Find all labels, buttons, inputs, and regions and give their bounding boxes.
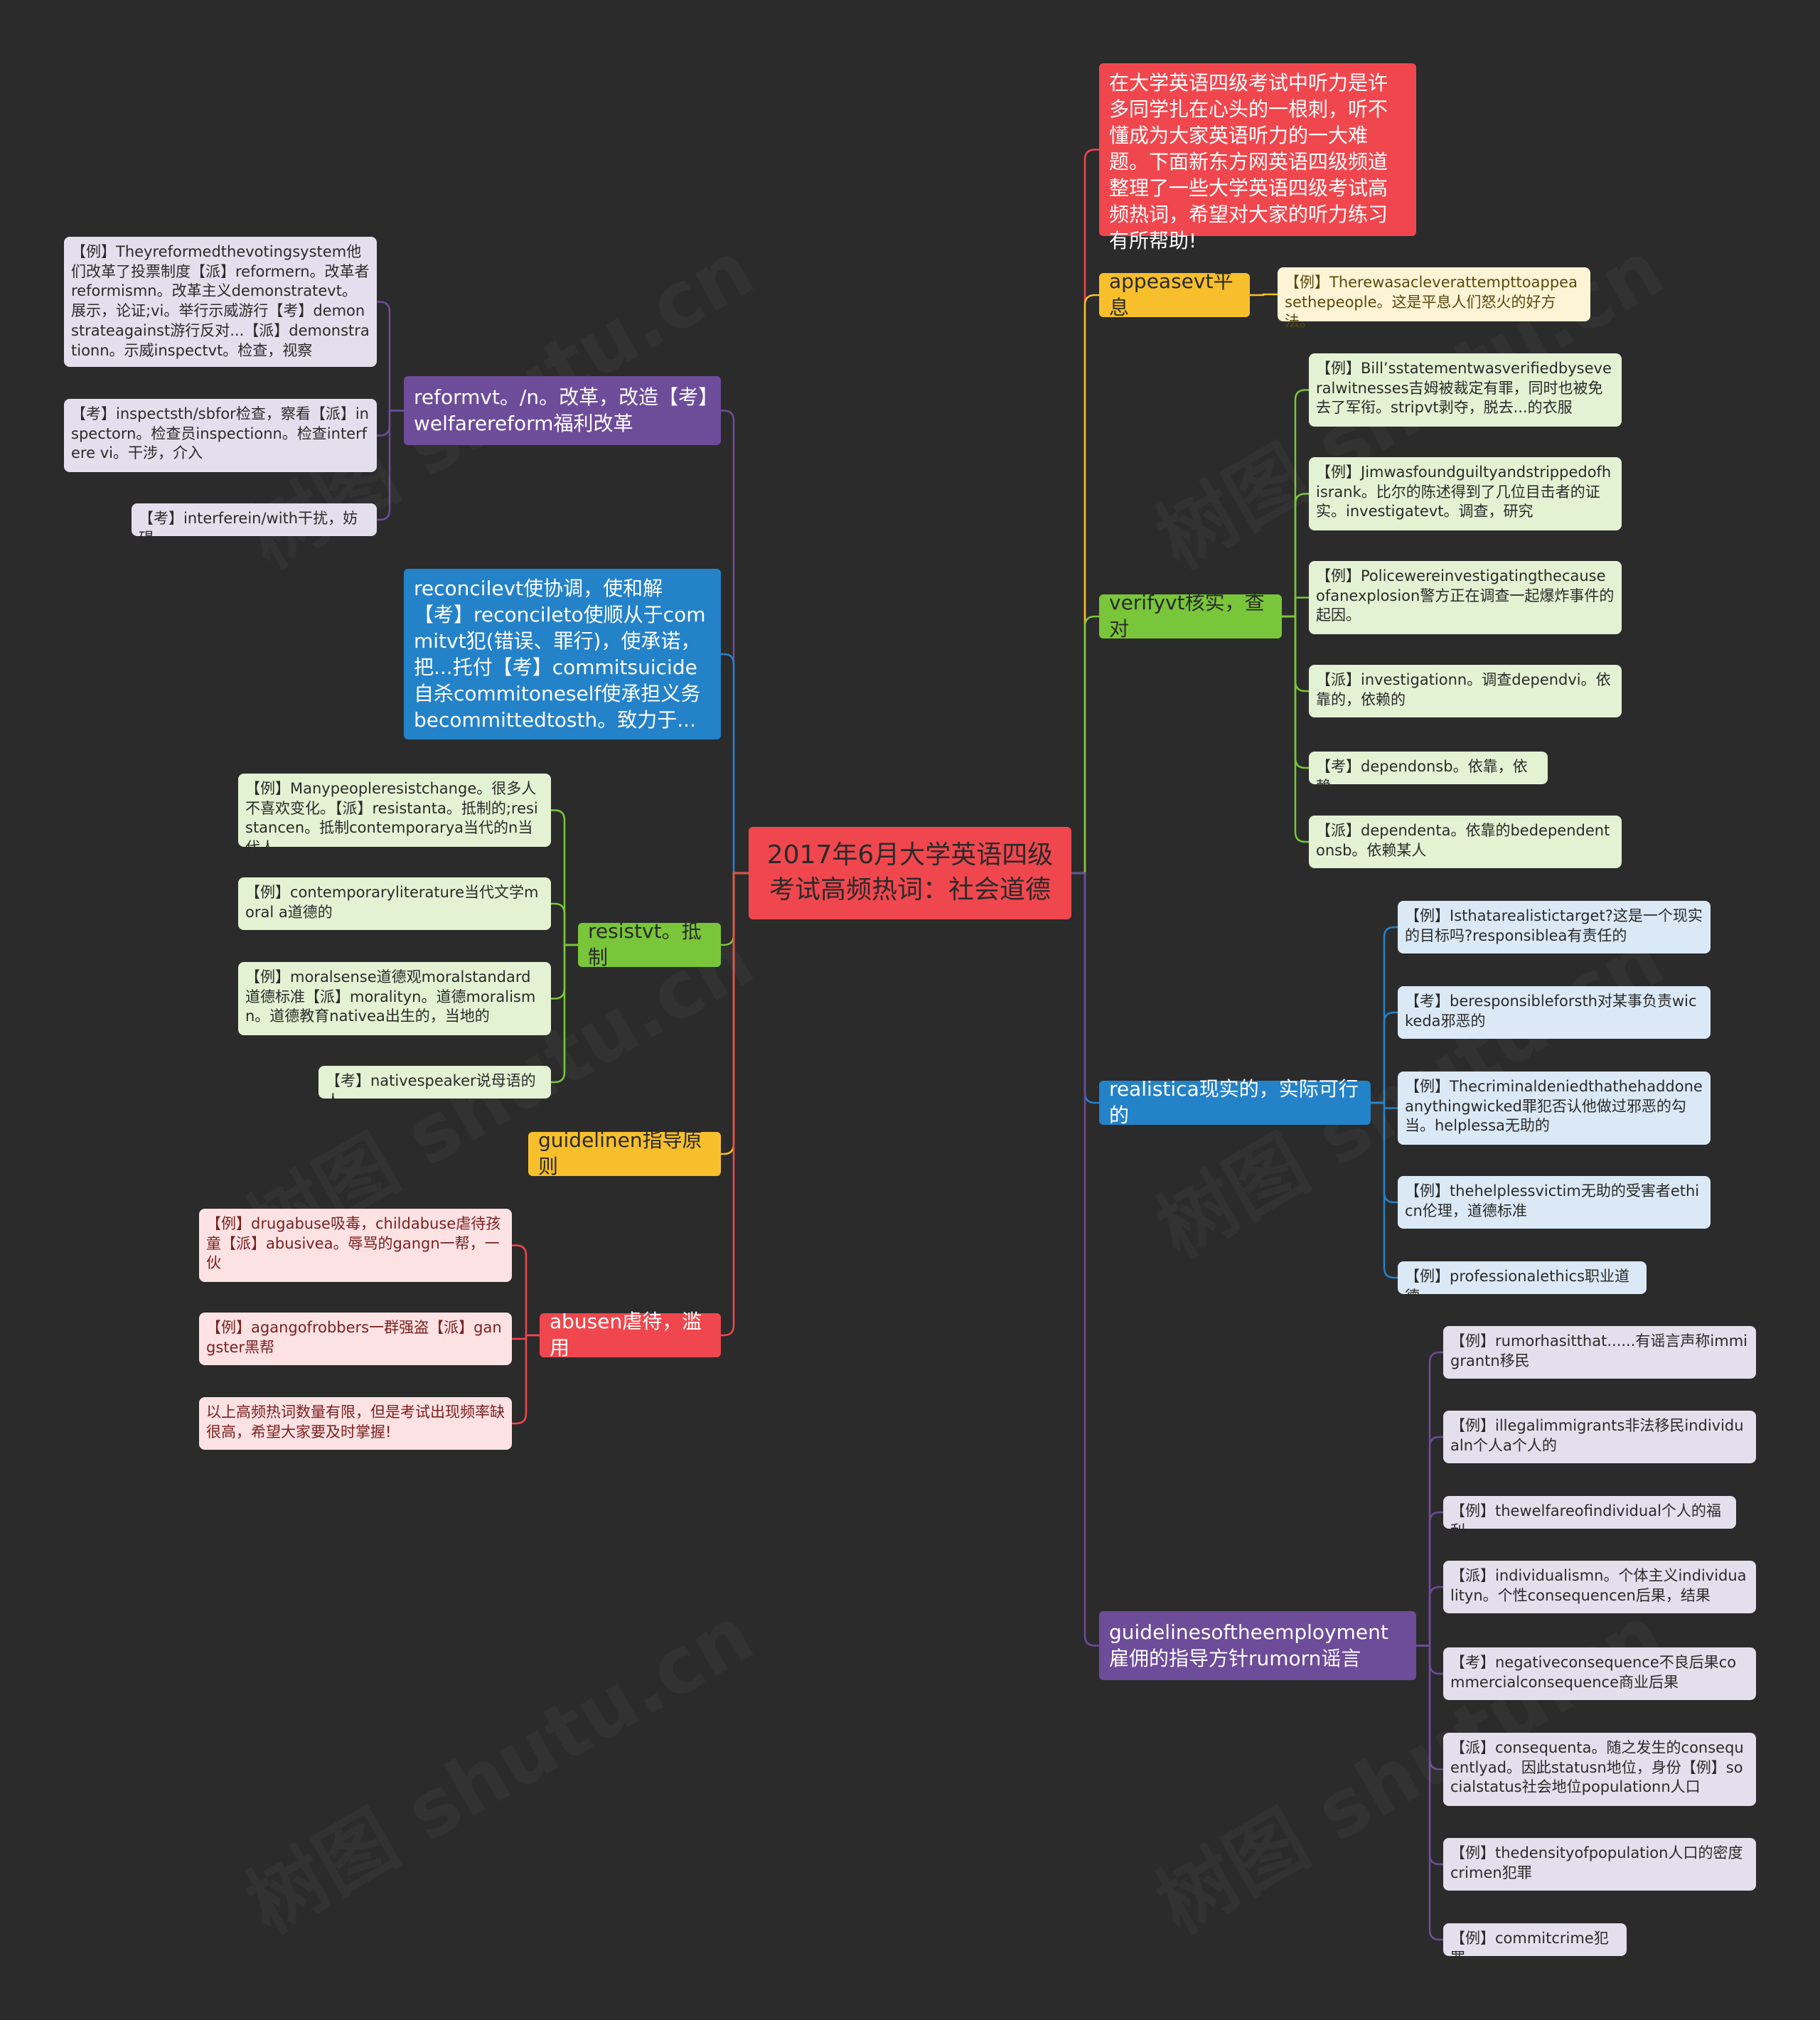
connector-branch-leaf	[1371, 926, 1398, 1104]
branch-abuse[interactable]: abusen虐待，滥用	[540, 1310, 721, 1359]
leaf-individualism[interactable]: 【派】individualismn。个体主义individualityn。个性c…	[1443, 1561, 1756, 1613]
leaf-inspect[interactable]: 【考】inspectsth/sbfor检查，察看【派】inspectorn。检查…	[64, 399, 377, 472]
connector-branch-leaf	[1282, 615, 1309, 769]
branch-appease[interactable]: appeasevt平息	[1099, 269, 1250, 319]
connector-branch-leaf	[1282, 615, 1309, 693]
connector-root-right	[1071, 872, 1099, 1104]
leaf-dependent[interactable]: 【派】dependenta。依靠的bedependentonsb。依赖某人	[1309, 816, 1622, 868]
leaf-population[interactable]: 【例】thedensityofpopulation人口的密度crimen犯罪	[1443, 1838, 1756, 1891]
leaf-depend[interactable]: 【派】investigationn。调查dependvi。依靠的，依赖的	[1309, 665, 1622, 717]
branch-verify[interactable]: verifyvt核实，查对	[1099, 591, 1282, 641]
leaf-responsible[interactable]: 【考】beresponsibleforsth对某事负责wickeda邪恶的	[1398, 986, 1711, 1039]
connector-branch-leaf	[1250, 293, 1278, 296]
connector-branch-leaf	[1416, 1511, 1443, 1647]
leaf-resist-example[interactable]: 【例】Manypeopleresistchange。很多人不喜欢变化。【派】re…	[238, 774, 551, 856]
branch-reform[interactable]: reformvt。/n。改革，改造【考】welfarereform福利改革	[404, 376, 721, 445]
connector-branch-leaf	[512, 1334, 540, 1340]
branch-guidelines-employment[interactable]: guidelinesoftheemployment雇佣的指导方针rumorn谣言	[1099, 1611, 1416, 1680]
connector-branch-leaf	[377, 410, 404, 437]
connector-branch-leaf	[1416, 1351, 1443, 1647]
connector-root-right	[1071, 872, 1099, 1647]
leaf-rumor[interactable]: 【例】rumorhasitthat......有谣言声称immigrantn移民	[1443, 1326, 1756, 1379]
connector-branch-leaf	[551, 944, 578, 1000]
connector-root-right	[1071, 149, 1099, 875]
leaf-contemporary[interactable]: 【例】contemporaryliterature当代文学moral a道德的	[238, 877, 551, 930]
connector-branch-leaf	[1371, 1011, 1398, 1104]
connector-branch-leaf	[1282, 615, 1309, 843]
leaf-welfare[interactable]: 【例】thewelfareofindividual个人的福利	[1443, 1496, 1736, 1539]
branch-realistic[interactable]: realistica现实的，实际可行的	[1099, 1077, 1371, 1127]
connector-branch-leaf	[512, 1334, 540, 1425]
connector-branch-leaf	[1371, 1101, 1398, 1109]
leaf-gang[interactable]: 【例】agangofrobbers一群强盗【派】gangster黑帮	[199, 1313, 512, 1365]
root-topic[interactable]: 2017年6月大学英语四级考试高频热词：社会道德	[749, 827, 1071, 919]
connector-branch-leaf	[1416, 1645, 1443, 1941]
connector-branch-leaf	[1282, 597, 1309, 618]
branch-reconcile[interactable]: reconcilevt使协调，使和解【考】reconcileto使顺从于comm…	[404, 569, 721, 739]
leaf-drugabuse[interactable]: 【例】drugabuse吸毒，childabuse虐待孩童【派】abusivea…	[199, 1209, 512, 1282]
leaf-consequence[interactable]: 【考】negativeconsequence不良后果commercialcons…	[1443, 1647, 1756, 1700]
connector-branch-leaf	[551, 809, 578, 946]
connector-root-left	[721, 653, 749, 875]
branch-resist[interactable]: resistvt。抵制	[578, 919, 721, 969]
leaf-realistic-example[interactable]: 【例】Isthatarealistictarget?这是一个现实的目标吗?res…	[1398, 901, 1711, 953]
branch-guideline[interactable]: guidelinen指导原则	[528, 1128, 721, 1178]
connector-root-left	[721, 872, 749, 1337]
leaf-verify-example[interactable]: 【例】Bill’sstatementwasverifiedbyseveralwi…	[1309, 353, 1622, 427]
leaf-moral[interactable]: 【例】moralsense道德观moralstandard道德标准【派】mora…	[238, 962, 551, 1035]
connector-root-left	[721, 872, 749, 1155]
branch-intro[interactable]: 在大学英语四级考试中听力是许多同学扎在心头的一根刺，听不懂成为大家英语听力的一大…	[1099, 63, 1416, 252]
watermark: 树图 shutu.cn	[223, 1573, 770, 1955]
connector-root-left	[721, 872, 749, 946]
connector-branch-leaf	[512, 1244, 540, 1337]
leaf-helpless[interactable]: 【例】thehelplessvictim无助的受害者ethicn伦理，道德标准	[1398, 1176, 1711, 1229]
leaf-immigrants[interactable]: 【例】illegalimmigrants非法移民individualn个人a个人…	[1443, 1411, 1756, 1463]
leaf-dependon[interactable]: 【考】dependonsb。依靠，依赖	[1309, 752, 1548, 795]
leaf-crime[interactable]: 【例】commitcrime犯罪	[1443, 1923, 1627, 1967]
leaf-status[interactable]: 【派】consequenta。随之发生的consequentlyad。因此sta…	[1443, 1733, 1756, 1806]
connector-branch-leaf	[1282, 389, 1309, 618]
leaf-wicked[interactable]: 【例】Thecriminaldeniedthathehaddoneanythin…	[1398, 1072, 1711, 1145]
connector-branch-leaf	[1282, 493, 1309, 618]
connector-branch-leaf	[1416, 1645, 1443, 1770]
connector-root-right	[1071, 615, 1099, 875]
connector-root-right	[1071, 294, 1099, 875]
connector-branch-leaf	[1371, 1101, 1398, 1279]
connector-branch-leaf	[551, 944, 578, 1084]
connector-branch-leaf	[1416, 1645, 1443, 1675]
leaf-appease-example[interactable]: 【例】Therewasacleverattempttoappeasethepeo…	[1278, 267, 1590, 330]
connector-branch-leaf	[1416, 1586, 1443, 1647]
leaf-ethics[interactable]: 【例】professionalethics职业道德	[1398, 1261, 1647, 1305]
leaf-reform-example[interactable]: 【例】Theyreformedthevotingsystem他们改革了投票制度【…	[64, 237, 377, 367]
leaf-strip[interactable]: 【例】Jimwasfoundguiltyandstrippedofhisrank…	[1309, 457, 1622, 530]
connector-branch-leaf	[1416, 1436, 1443, 1647]
leaf-summary[interactable]: 以上高频热词数量有限，但是考试出现频率缺很高，希望大家要及时掌握!	[199, 1397, 512, 1450]
connector-branch-leaf	[551, 902, 578, 946]
leaf-investigate[interactable]: 【例】Policewereinvestigatingthecauseofanex…	[1309, 561, 1622, 634]
connector-branch-leaf	[377, 410, 404, 521]
connector-branch-leaf	[1371, 1101, 1398, 1204]
connector-branch-leaf	[377, 301, 404, 412]
connector-root-left	[721, 410, 749, 875]
leaf-native[interactable]: 【考】nativespeaker说母语的人	[318, 1066, 551, 1109]
leaf-interfere[interactable]: 【考】interferein/with干扰，妨碍	[132, 503, 377, 547]
connector-branch-leaf	[1416, 1645, 1443, 1866]
